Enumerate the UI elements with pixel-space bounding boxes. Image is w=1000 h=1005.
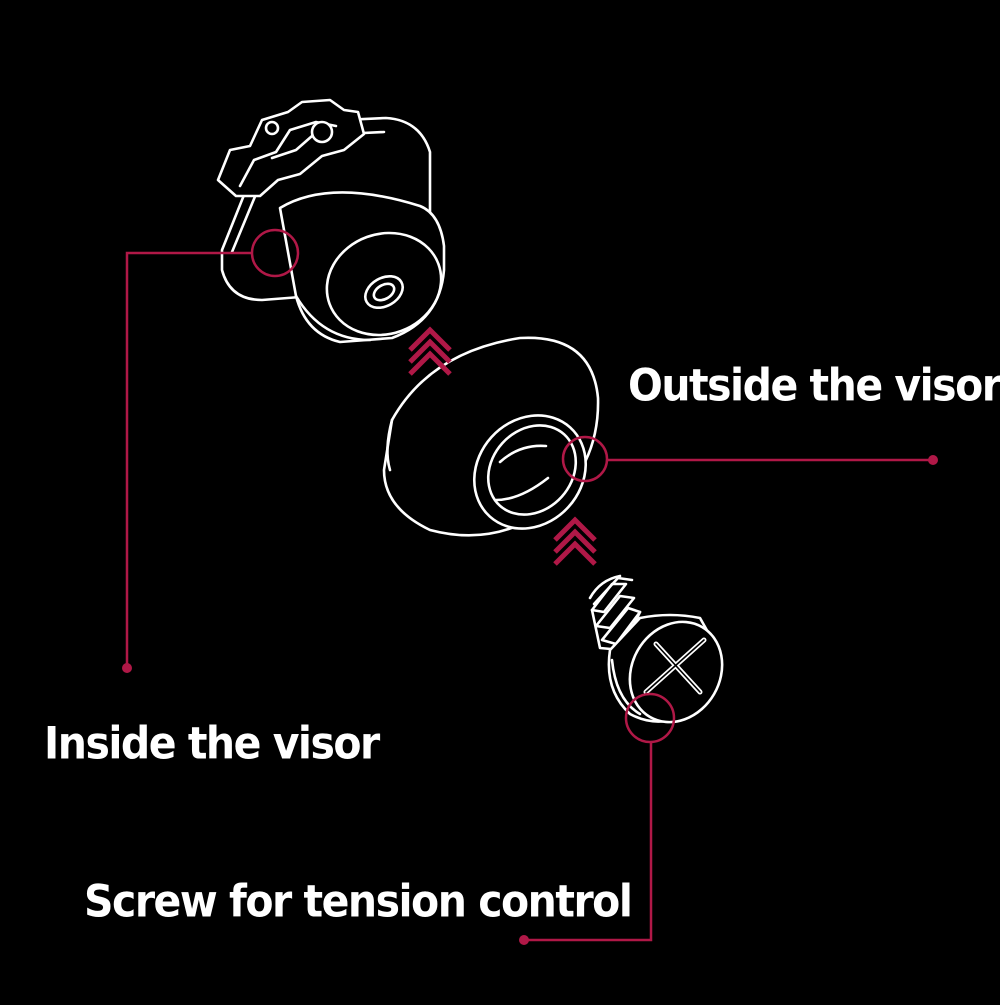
dome-cap-icon [382, 336, 600, 537]
leader-dot-screw [519, 935, 529, 945]
label-inside-the-visor: Inside the visor [44, 717, 380, 770]
leader-dot-outside [928, 455, 938, 465]
visor-clip-base-icon [216, 98, 446, 344]
label-outside-the-visor: Outside the visor [628, 359, 1000, 412]
chevron-up-arrows-icon [408, 326, 597, 566]
leader-line-inside [125, 251, 252, 668]
callout-outside [561, 435, 938, 483]
leader-line-screw [524, 742, 653, 942]
callout-screw [519, 692, 676, 945]
callout-inside [122, 228, 300, 673]
leader-dot-inside [122, 663, 132, 673]
countersunk-screw-icon [588, 574, 724, 724]
label-screw-for-tension-control: Screw for tension control [84, 875, 633, 928]
